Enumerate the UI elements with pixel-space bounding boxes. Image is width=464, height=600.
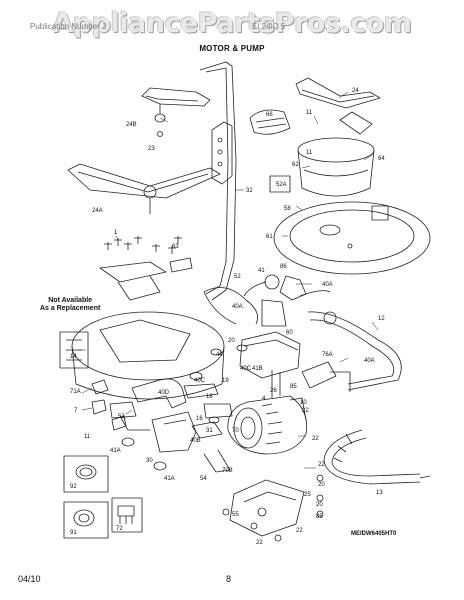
callout-13: 13 [376, 490, 383, 496]
callout-16: 16 [196, 416, 203, 422]
callout-85: 85 [290, 384, 297, 390]
callout-40a-b: 40A [232, 304, 243, 310]
callout-76a: 76A [322, 352, 333, 358]
callout-60: 60 [286, 330, 293, 336]
watermark-logo: AppliancePartsPros.com [52, 8, 412, 39]
callout-24: 24 [352, 88, 359, 94]
callout-55: 55 [232, 512, 239, 518]
callout-12: 12 [378, 316, 385, 322]
callout-14: 14 [70, 354, 77, 360]
leader-lines [78, 91, 379, 469]
inset-clamp [63, 455, 109, 493]
callout-52: 52 [234, 274, 241, 280]
callout-40c-b: 40C [240, 366, 252, 372]
callout-53: 53 [118, 414, 125, 420]
callout-labels: 24 24B 23 11 11 66 64 62 52A 32 24A 58 6… [70, 88, 385, 546]
callout-61: 61 [266, 234, 273, 240]
filter-plate [273, 201, 431, 275]
pump-motor-assembly [227, 331, 308, 455]
callout-64: 64 [378, 156, 385, 162]
note-line-1: Not Available [48, 297, 93, 304]
callout-40a-c: 40A [364, 358, 375, 364]
callout-22-d: 22 [256, 540, 263, 546]
callout-7: 7 [74, 408, 78, 414]
callout-72: 72 [116, 526, 123, 532]
section-title: MOTOR & PUMP [199, 44, 265, 53]
callout-70b: 70B [222, 468, 233, 474]
callout-41-a: 41 [258, 268, 265, 274]
callout-22-a: 22 [302, 408, 309, 414]
callout-24b: 24B [126, 122, 137, 128]
callout-1: 1 [114, 230, 118, 236]
sump-base [59, 311, 225, 400]
footer-page-number: 8 [226, 574, 232, 584]
callout-22-e: 22 [296, 528, 303, 534]
callout-44: 44 [216, 352, 223, 358]
callout-52a: 52A [276, 182, 287, 188]
callout-22-b: 22 [312, 436, 319, 442]
callout-11-b: 11 [306, 150, 313, 156]
hose-clamps [121, 344, 324, 542]
callout-20-a: 20 [228, 338, 235, 344]
callout-41a-a: 41A [110, 448, 121, 454]
callout-86: 86 [280, 264, 287, 270]
pump-pipes [109, 361, 351, 473]
callout-20-b: 20 [318, 482, 325, 488]
callout-66: 66 [266, 112, 273, 118]
upper-spray-arm [141, 87, 211, 137]
lower-spray-arm [67, 163, 221, 214]
inset-harness [111, 497, 143, 533]
callout-71a: 71A [70, 389, 81, 395]
callout-40d: 40D [158, 390, 170, 396]
callout-41b: 41B [252, 366, 263, 372]
callout-10: 10 [300, 400, 307, 406]
model-number: EI 24ID 5 [252, 22, 286, 31]
callout-32: 32 [246, 188, 253, 194]
callout-4: 4 [262, 396, 266, 402]
drain-hose [323, 429, 431, 485]
callout-40c: 40C [194, 378, 206, 384]
callout-41a-b: 41A [164, 476, 175, 482]
footer-date: 04/10 [18, 574, 41, 584]
hose-assembly [203, 274, 402, 391]
callout-11-a: 11 [306, 110, 313, 116]
diagram-code: MEIDW6405HT0 [351, 531, 397, 537]
callout-20-c: 20 [316, 502, 323, 508]
callout-25: 25 [304, 492, 311, 498]
callout-63: 63 [172, 244, 179, 250]
page-header: Publication Number 3 EI 24ID 5 [30, 22, 285, 31]
inset-grommet [63, 501, 109, 539]
callout-26: 26 [270, 388, 277, 394]
note-line-2: As a Replacement [40, 305, 101, 312]
callout-24a: 24A [92, 208, 103, 214]
top-spray-arm [295, 77, 381, 109]
callout-85-b: 85 [316, 514, 323, 520]
callout-62: 62 [292, 162, 299, 168]
callout-18: 18 [206, 394, 213, 400]
diverter-housing [249, 109, 375, 197]
callout-30: 30 [146, 458, 153, 464]
callout-40a-a: 40A [322, 282, 333, 288]
mounting-bracket [229, 479, 305, 537]
callout-11-c: 11 [84, 434, 91, 440]
callout-54: 54 [200, 476, 207, 482]
callout-40b: 40B [190, 438, 201, 444]
callout-91: 91 [70, 530, 77, 536]
callout-22-c: 22 [318, 462, 325, 468]
callout-58: 58 [284, 206, 291, 212]
callout-19: 19 [222, 378, 229, 384]
not-available-note: Not Available As a Replacement [40, 297, 100, 313]
callout-92: 92 [70, 484, 77, 490]
callout-23: 23 [148, 146, 155, 152]
small-fittings [91, 379, 127, 431]
callout-70: 70 [232, 428, 239, 434]
publication-number: Publication Number 3 [30, 22, 107, 31]
callout-31: 31 [206, 428, 213, 434]
screw-set [99, 236, 193, 301]
